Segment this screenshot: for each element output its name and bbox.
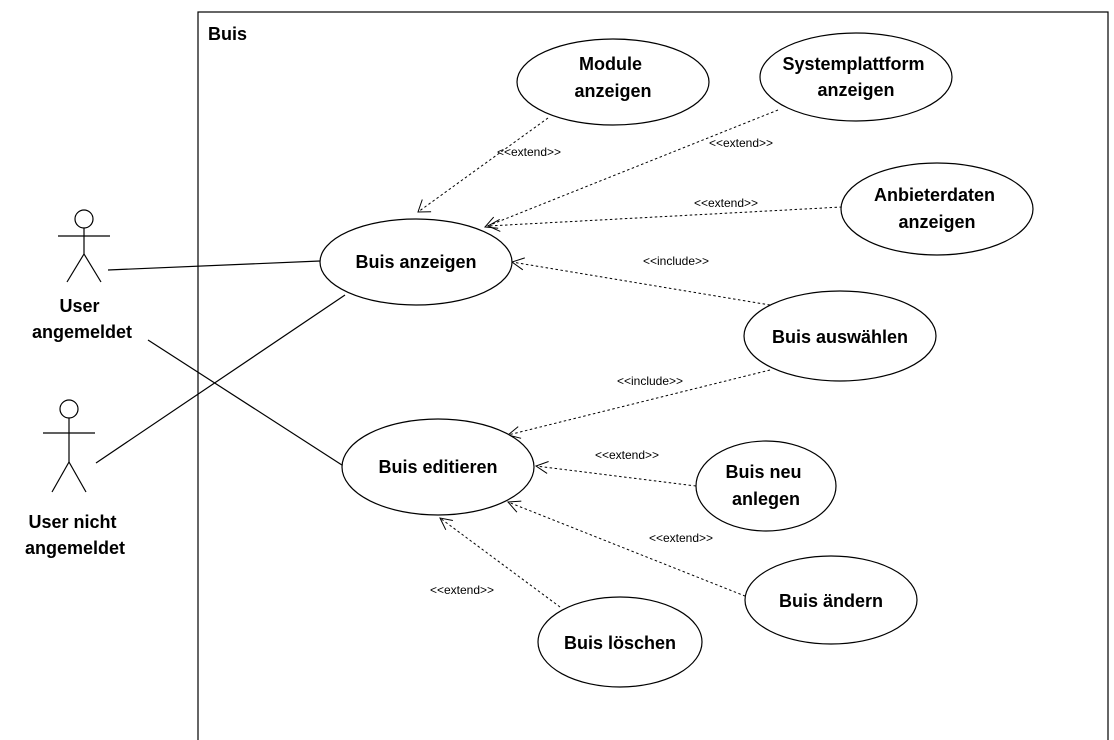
use-case-buis-loeschen-label: Buis löschen: [564, 633, 676, 653]
stereotype-loeschen-extend: <<extend>>: [430, 583, 494, 597]
stereotype-anbieterdaten-extend: <<extend>>: [694, 196, 758, 210]
dependency-module-extend: [417, 117, 549, 213]
use-case-buis-aendern: Buis ändern: [744, 555, 918, 645]
use-case-systemplattform-anzeigen-line-2: anzeigen: [817, 80, 894, 100]
use-case-buis-neu-anlegen-line-2: anlegen: [732, 489, 800, 509]
dependency-loeschen-extend: [439, 517, 561, 608]
svg-text:User angemeldet: User angemeldet: [32, 296, 132, 342]
use-case-anbieterdaten-anzeigen-line-2: anzeigen: [898, 212, 975, 232]
use-case-buis-neu-anlegen-line-1: Buis neu: [725, 462, 801, 482]
use-case-buis-loeschen: Buis löschen: [537, 596, 703, 688]
stereotype-auswaehlen-include-anzeigen: <<include>>: [643, 254, 709, 268]
actor-user-logged-out-line-2: angemeldet: [25, 538, 125, 558]
dependency-neu-anlegen-extend: [534, 461, 697, 487]
use-case-buis-editieren: Buis editieren: [341, 418, 535, 516]
use-case-buis-anzeigen-label: Buis anzeigen: [355, 252, 476, 272]
stereotype-neu-anlegen-extend: <<extend>>: [595, 448, 659, 462]
use-case-buis-aendern-label: Buis ändern: [779, 591, 883, 611]
stick-figure-icon: [58, 209, 110, 283]
stereotype-aendern-extend: <<extend>>: [649, 531, 713, 545]
use-case-buis-auswaehlen-label: Buis auswählen: [772, 327, 908, 347]
stick-figure-icon: [43, 399, 95, 493]
svg-text:Module anzeigen: Module anzeigen: [574, 54, 651, 101]
use-case-anbieterdaten-anzeigen-line-1: Anbieterdaten: [874, 185, 995, 205]
stereotype-systemplattform-extend: <<extend>>: [709, 136, 773, 150]
svg-text:Anbieterdaten anzeigen: Anbieterdaten anzeigen: [874, 185, 1000, 232]
system-title: Buis: [208, 24, 247, 44]
use-case-systemplattform-anzeigen: Systemplattform anzeigen: [759, 32, 953, 122]
association-logged-in-anzeigen: [107, 260, 321, 271]
use-case-buis-neu-anlegen: Buis neu anlegen: [695, 440, 837, 532]
dependency-anbieterdaten-extend: [486, 206, 843, 232]
stereotype-auswaehlen-include-editieren: <<include>>: [617, 374, 683, 388]
actor-user-logged-in-line-1: User: [59, 296, 99, 316]
actor-user-logged-out-line-1: User nicht: [28, 512, 116, 532]
actor-user-logged-out: User nicht angemeldet: [25, 399, 125, 558]
use-case-module-anzeigen-line-1: Module: [579, 54, 642, 74]
use-case-buis-anzeigen: Buis anzeigen: [319, 218, 513, 306]
dependency-systemplattform-extend: [483, 109, 779, 229]
use-case-buis-editieren-label: Buis editieren: [378, 457, 497, 477]
use-case-module-anzeigen: Module anzeigen: [516, 38, 710, 126]
use-case-buis-auswaehlen: Buis auswählen: [743, 290, 937, 382]
svg-text:Systemplattform anzeigen: Systemplattform anzeigen: [782, 54, 929, 100]
svg-text:Buis neu anlegen: Buis neu anlegen: [725, 462, 806, 509]
actor-user-logged-in: User angemeldet: [32, 209, 132, 342]
svg-text:User nicht angemeldet: User nicht angemeldet: [25, 512, 125, 558]
use-case-systemplattform-anzeigen-line-1: Systemplattform: [782, 54, 924, 74]
use-case-module-anzeigen-line-2: anzeigen: [574, 81, 651, 101]
stereotype-module-extend: <<extend>>: [497, 145, 561, 159]
dependency-aendern-extend: [506, 500, 751, 599]
use-case-anbieterdaten-anzeigen: Anbieterdaten anzeigen: [840, 162, 1034, 256]
association-logged-out-anzeigen: [95, 294, 346, 464]
actor-user-logged-in-line-2: angemeldet: [32, 322, 132, 342]
association-logged-in-editieren: [147, 339, 346, 468]
